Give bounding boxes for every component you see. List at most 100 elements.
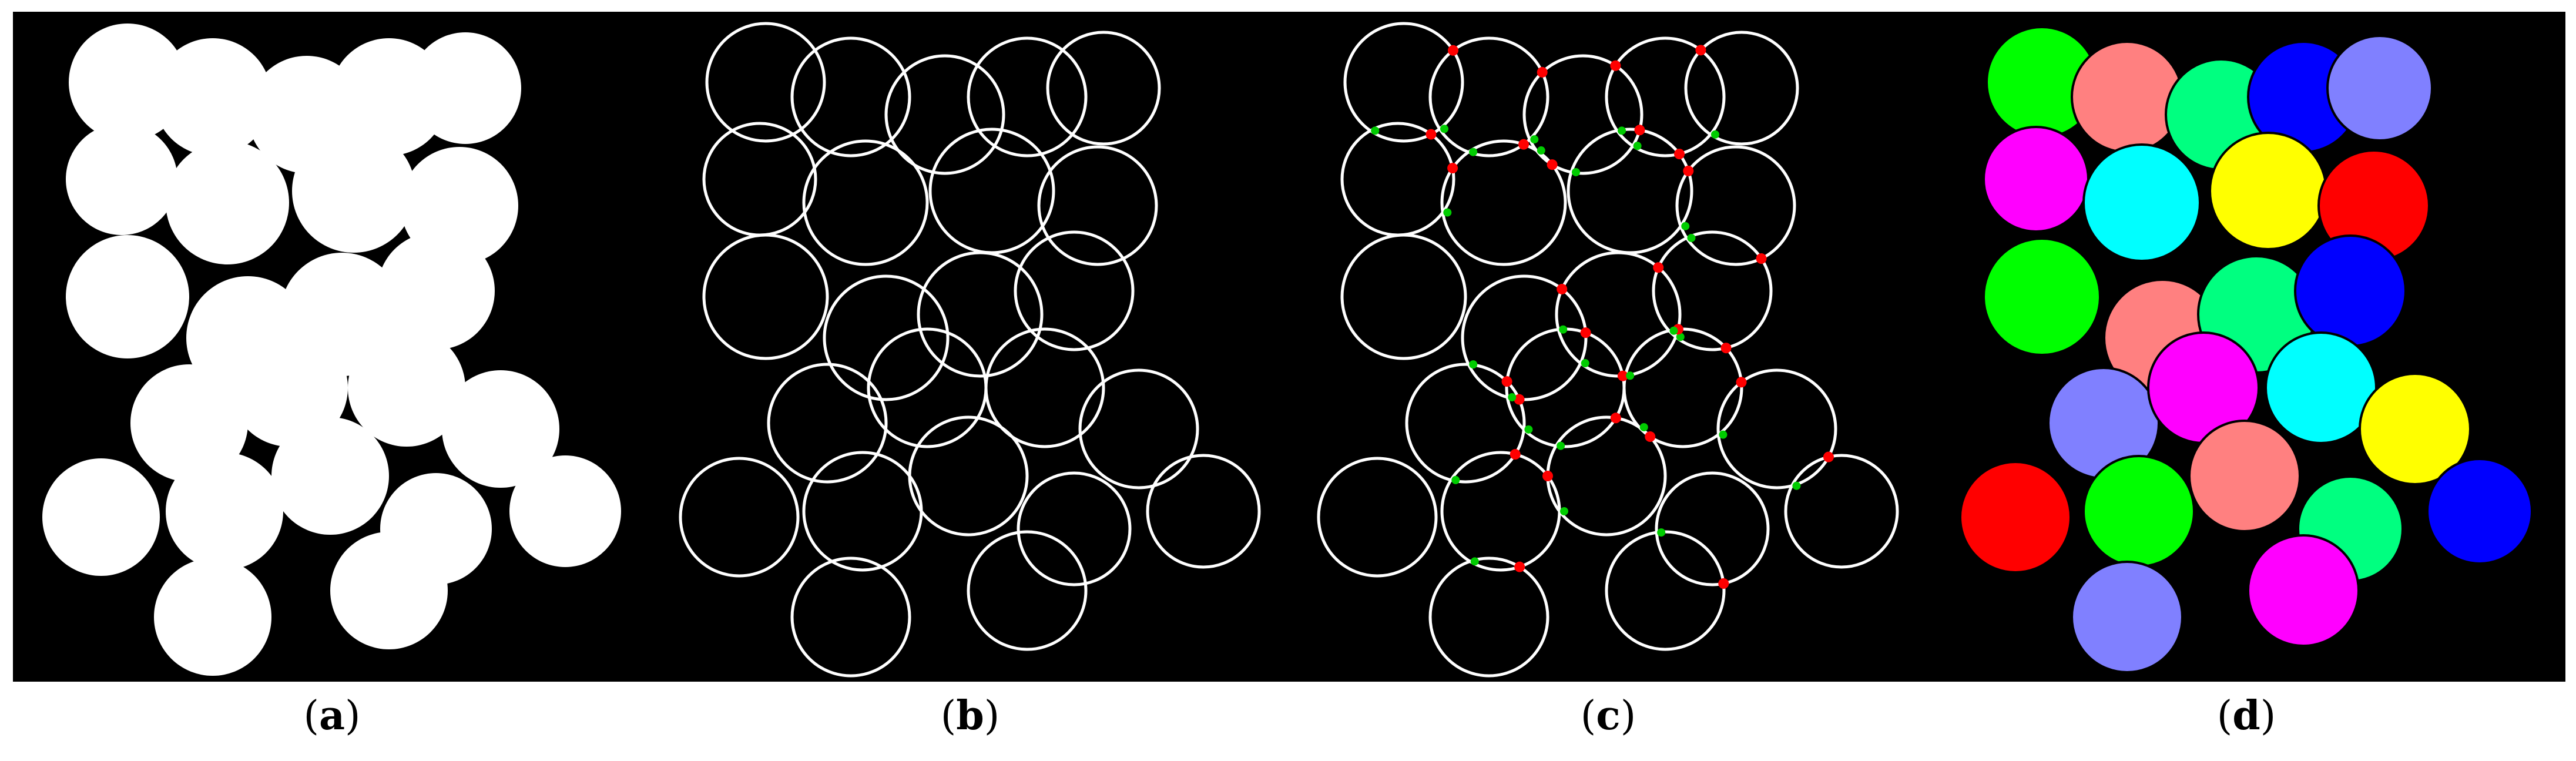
particle-blob <box>130 364 248 482</box>
pair-point-marker <box>1792 481 1801 490</box>
concave-point-marker <box>1683 165 1694 176</box>
panel-b <box>651 12 1289 682</box>
particle-contour <box>1461 274 1588 401</box>
segmented-particle <box>2265 331 2377 444</box>
particle-blob <box>377 232 495 350</box>
concave-point-marker <box>1736 377 1747 388</box>
particle-contour <box>1652 230 1773 351</box>
contour-group <box>679 22 1261 678</box>
pair-point-marker <box>1508 393 1517 401</box>
concave-point-marker <box>1823 451 1834 462</box>
concave-point-marker <box>1537 66 1548 78</box>
particle-contour <box>702 233 829 360</box>
concave-point-marker <box>1634 125 1645 136</box>
particle-blob <box>66 123 177 235</box>
caption-a: (a) <box>303 692 361 739</box>
concave-point-marker <box>1448 45 1459 56</box>
caption-b: (b) <box>940 692 1000 739</box>
pair-point-marker <box>1443 208 1452 217</box>
caption-c-label: c <box>1596 692 1621 739</box>
concave-point-marker <box>1756 253 1767 264</box>
panel-d <box>1927 12 2565 682</box>
particle-contour <box>802 139 929 266</box>
particle-contour <box>1146 454 1261 569</box>
pair-point-marker <box>1530 135 1539 144</box>
particle-contour <box>1605 36 1726 157</box>
caption-d-label: d <box>2232 692 2260 739</box>
particle-contour <box>790 556 911 678</box>
particle-contour <box>1340 233 1467 360</box>
pair-point-marker <box>1469 360 1478 369</box>
concave-point-marker <box>1653 262 1664 273</box>
pair-point-marker <box>1371 126 1380 135</box>
particle-contour <box>823 274 950 401</box>
caption-d: (d) <box>2216 692 2276 739</box>
segmented-particle <box>2426 458 2533 565</box>
segmented-particle <box>1959 461 2072 574</box>
pair-point-marker <box>1560 507 1568 515</box>
particle-contour <box>1684 31 1799 146</box>
concave-point-marker <box>1695 45 1706 56</box>
pair-point-marker <box>1451 475 1460 484</box>
particle-blob <box>330 532 448 649</box>
concave-point-marker <box>1547 159 1558 170</box>
panel-c <box>1289 12 1927 682</box>
segmented-particle <box>2188 420 2301 532</box>
particle-contour <box>1675 145 1796 266</box>
caption-b-label: b <box>956 692 984 739</box>
concave-point-marker <box>1617 370 1628 381</box>
contour-image <box>679 22 1261 678</box>
particle-blob <box>509 455 621 567</box>
concave-point-marker <box>1645 431 1656 442</box>
particle-contour <box>967 36 1088 157</box>
particle-blob <box>292 129 415 253</box>
segmented-particle <box>2071 41 2183 153</box>
particle-contour <box>1046 31 1161 146</box>
concave-point-marker <box>1580 327 1591 338</box>
segmented-particle <box>2247 534 2360 647</box>
pair-point-marker <box>1440 125 1448 133</box>
particle-contour <box>884 54 1005 175</box>
pair-point-marker <box>1676 333 1685 341</box>
particle-contour <box>1428 36 1549 157</box>
pair-point-marker <box>1559 325 1568 334</box>
particle-contour <box>1605 530 1726 651</box>
pair-point-marker <box>1639 423 1648 431</box>
particle-blob <box>66 235 189 358</box>
particle-contour <box>705 22 826 143</box>
particle-contour <box>1655 471 1770 586</box>
concave-point-marker <box>1720 343 1732 354</box>
pair-point-marker <box>1618 126 1626 135</box>
segmented-particle <box>2082 455 2195 568</box>
particle-contour <box>1784 454 1899 569</box>
pair-point-marker <box>1572 167 1581 176</box>
segmented-particle <box>1983 237 2101 356</box>
concave-points-image <box>1317 22 1899 678</box>
particle-contour <box>917 251 1044 378</box>
pair-point-marker <box>1669 326 1678 335</box>
particle-blob <box>154 558 271 676</box>
concave-point-marker <box>1542 471 1553 481</box>
pair-point-marker <box>1557 441 1565 450</box>
segmented-particle <box>1983 126 2089 233</box>
particle-blob <box>348 329 465 447</box>
particle-blob <box>154 38 271 156</box>
pair-point-marker <box>1626 371 1635 380</box>
particle-contour <box>679 457 800 578</box>
pair-point-marker <box>1657 528 1666 537</box>
segmentation-image <box>1959 26 2533 673</box>
concave-point-marker <box>1425 129 1437 140</box>
particle-contour <box>1343 22 1464 143</box>
particle-contour <box>790 36 911 157</box>
concave-point-marker <box>1674 149 1685 160</box>
concave-point-marker <box>1514 561 1525 572</box>
segmented-particle <box>2294 234 2407 347</box>
particle-contour <box>1037 145 1158 266</box>
concave-point-marker <box>1610 413 1621 424</box>
particle-contour <box>984 327 1105 448</box>
particle-contour <box>1078 368 1199 490</box>
pair-point-marker <box>1469 147 1478 156</box>
particle-contour <box>767 363 888 484</box>
concave-point-marker <box>1510 449 1521 460</box>
pair-point-marker <box>1710 130 1719 139</box>
